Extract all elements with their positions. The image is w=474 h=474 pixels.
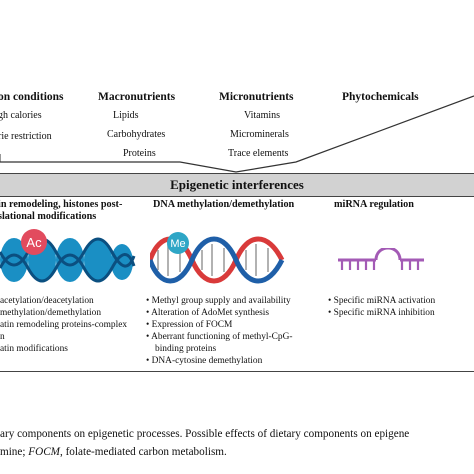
ac-badge: [21, 229, 47, 255]
nucleosome-illustration: Ac: [0, 229, 136, 283]
dna-bullet-continuation: binding proteins: [155, 344, 217, 354]
dna-bullet: • Expression of FOCM: [146, 320, 233, 330]
dna-helix-illustration: Me: [150, 232, 285, 284]
micronutrient-item: Trace elements: [228, 148, 289, 159]
micronutrient-item: Vitamins: [244, 110, 281, 121]
histone-bullet: acetylation/deacetylation: [0, 296, 94, 306]
epigenetic-band: Epigenetic interferences: [0, 173, 474, 197]
mirna-bullet: • Specific miRNA inhibition: [328, 308, 435, 318]
column-header-micronutrients: Micronutrients: [219, 91, 294, 103]
figure-bottom-border: [0, 371, 474, 372]
column-header-conditions: on conditions: [0, 91, 64, 103]
mirna-illustration: [338, 248, 424, 270]
mirna-title: miRNA regulation: [334, 199, 414, 210]
column-header-macronutrients: Macronutrients: [98, 91, 176, 103]
mirna-hairpin-icon: [338, 248, 424, 270]
dna-bullet: • Alteration of AdoMet synthesis: [146, 308, 270, 318]
histone-bullet: n: [0, 332, 5, 342]
conditions-item: gh calories: [0, 110, 42, 121]
dna-title: DNA methylation/demethylation: [153, 199, 295, 210]
caption-line-1: ary components on epigenetic processes. …: [0, 428, 410, 440]
histone-bullet: atin remodeling proteins-complex: [0, 320, 128, 330]
column-header-phytochemicals: Phytochemicals: [342, 91, 419, 103]
caption-line-2: mine; FOCM, folate-mediated carbon metab…: [0, 446, 227, 458]
conditions-item: rie restriction: [0, 131, 52, 142]
dna-bullet: • Methyl group supply and availability: [146, 296, 291, 306]
nucleosome-icon: [0, 237, 136, 283]
histone-title-line-1: in remodeling, histones post-: [0, 199, 123, 210]
histone-bullet: methylation/demethylation: [0, 308, 102, 318]
dna-bullet: • Aberrant functioning of methyl-CpG-: [146, 332, 293, 342]
histone-title-line-2: slational modifications: [0, 211, 97, 222]
band-title: Epigenetic interferences: [170, 177, 304, 192]
micronutrient-item: Microminerals: [230, 129, 289, 140]
mirna-bullet: • Specific miRNA activation: [328, 296, 436, 306]
macronutrient-item: Carbohydrates: [107, 129, 166, 140]
me-badge: [167, 232, 189, 254]
me-badge-label: Me: [170, 238, 185, 250]
dna-bullet: • DNA-cytosine demethylation: [146, 356, 263, 366]
macronutrient-item: Lipids: [113, 110, 139, 121]
ac-badge-label: Ac: [26, 235, 42, 250]
histone-bullet: atin modifications: [0, 344, 68, 354]
macronutrient-item: Proteins: [123, 148, 156, 159]
